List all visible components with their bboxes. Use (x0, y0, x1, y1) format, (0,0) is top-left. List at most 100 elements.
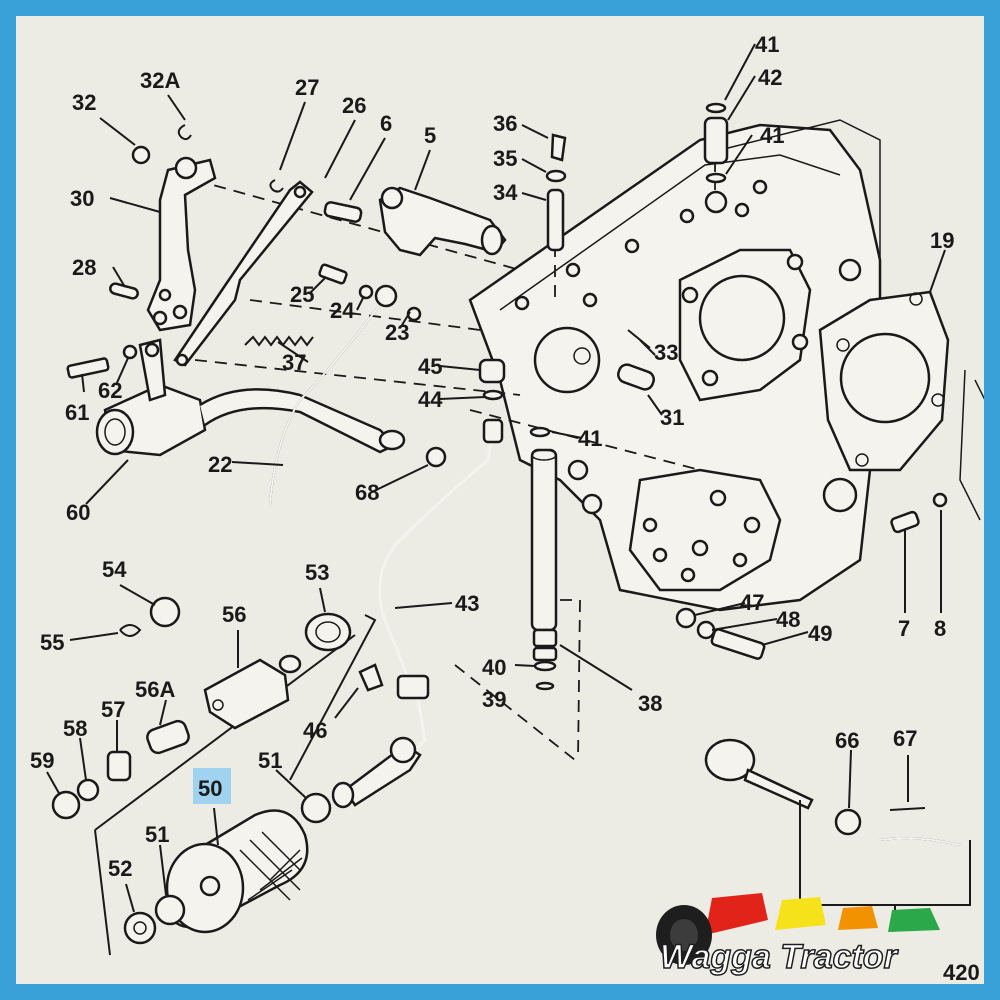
filter-box-right (289, 614, 377, 781)
callout-41-shaft: 41 (578, 426, 602, 451)
ring-41-shaft (529, 426, 551, 438)
callout-45: 45 (418, 354, 442, 379)
callout-6: 6 (380, 111, 392, 136)
seal-51-lower (154, 894, 186, 926)
callout-67: 67 (893, 726, 917, 751)
callout-41-lower: 41 (760, 123, 784, 148)
spring-37 (244, 335, 314, 347)
tube-22-inner (269, 304, 381, 506)
clip-32a (177, 124, 192, 141)
washer-58 (76, 778, 100, 802)
connector-end (331, 781, 355, 809)
callout-32: 32 (72, 90, 96, 115)
callout-68: 68 (355, 480, 379, 505)
plug-7 (890, 510, 920, 534)
dipstick-bracket-line (799, 800, 971, 906)
gasket-19 (818, 290, 950, 472)
logo-tractor-red (705, 893, 768, 935)
callout-55: 55 (40, 630, 64, 655)
callout-50: 50 (198, 776, 222, 801)
clamp-bracket (396, 674, 430, 700)
fitting-tube-end (378, 429, 406, 451)
callout-41-top: 41 (755, 32, 779, 57)
callout-34: 34 (493, 180, 518, 205)
clip-55 (119, 624, 142, 637)
callout-43: 43 (455, 591, 479, 616)
callout-51-upper: 51 (258, 748, 282, 773)
logo-text: Wagga Tractor (660, 938, 899, 976)
clip-27 (269, 179, 284, 193)
callout-39: 39 (482, 687, 506, 712)
bolt-36 (550, 133, 567, 162)
washer-32 (131, 145, 151, 165)
tube-43-outer (378, 429, 494, 751)
leader-lines (46, 43, 946, 913)
callout-27: 27 (295, 75, 319, 100)
logo-tractor-orange (838, 906, 878, 930)
washer-24 (358, 284, 374, 300)
banjo-fitting (374, 284, 398, 308)
callout-60: 60 (66, 500, 90, 525)
callout-51-lower: 51 (145, 822, 169, 847)
callout-19: 19 (930, 228, 954, 253)
washer-housing-b (581, 493, 603, 515)
bolt-49 (710, 628, 766, 660)
callout-38: 38 (638, 691, 662, 716)
wagga-tractor-logo: Wagga Tractor (656, 893, 940, 977)
bolt-61 (66, 357, 110, 379)
callout-49: 49 (808, 621, 832, 646)
callout-33: 33 (654, 340, 678, 365)
callout-53: 53 (305, 560, 329, 585)
washer-8 (932, 492, 948, 508)
page-number: 420 (943, 960, 980, 984)
oring-68 (425, 446, 447, 468)
washer-40 (533, 660, 557, 672)
callout-32a: 32A (140, 68, 180, 93)
logo-tractor-green (888, 908, 940, 932)
callout-58: 58 (63, 716, 87, 741)
clip-46 (358, 663, 384, 692)
tube-upper (199, 388, 398, 454)
washer-48 (696, 620, 716, 640)
washer-62 (122, 344, 138, 360)
callout-40: 40 (482, 655, 506, 680)
callout-30: 30 (70, 186, 94, 211)
ring-41-top (705, 102, 727, 114)
callout-23: 23 (385, 320, 409, 345)
shaft-38 (530, 448, 558, 662)
callout-59: 59 (30, 748, 54, 773)
plug-31 (617, 363, 655, 391)
connector-nut (389, 736, 417, 764)
filter-element-50 (163, 809, 309, 934)
callout-36: 36 (493, 111, 517, 136)
tube-43-nut (482, 418, 504, 444)
callout-56: 56 (222, 602, 246, 627)
spring-57 (106, 750, 132, 782)
callout-52: 52 (108, 856, 132, 881)
logo-tractor-yellow (775, 897, 826, 930)
cover-plate (533, 326, 601, 394)
parts-diagram-sheet: 32 32A 27 26 6 5 36 35 34 41 42 41 30 28… (16, 16, 984, 984)
callout-48: 48 (776, 607, 800, 632)
callout-54: 54 (102, 557, 127, 582)
callout-42: 42 (758, 65, 782, 90)
washer-housing-a (567, 459, 589, 481)
callout-57: 57 (101, 697, 125, 722)
callout-8: 8 (934, 616, 946, 641)
callout-66: 66 (835, 728, 859, 753)
exploded-parts-diagram: 32 32A 27 26 6 5 36 35 34 41 42 41 30 28… (30, 32, 984, 984)
callout-25: 25 (290, 282, 314, 307)
callout-56a: 56A (135, 677, 175, 702)
seal-51-upper (300, 792, 332, 824)
callout-28: 28 (72, 255, 96, 280)
callout-24: 24 (330, 298, 355, 323)
pin-34 (546, 188, 565, 252)
shaft-5 (378, 186, 507, 257)
washer-54 (149, 596, 181, 628)
adapter-56 (203, 654, 302, 730)
clip-39 (535, 681, 555, 691)
callout-61: 61 (65, 400, 89, 425)
callout-35: 35 (493, 146, 517, 171)
bushing-45 (478, 358, 506, 384)
